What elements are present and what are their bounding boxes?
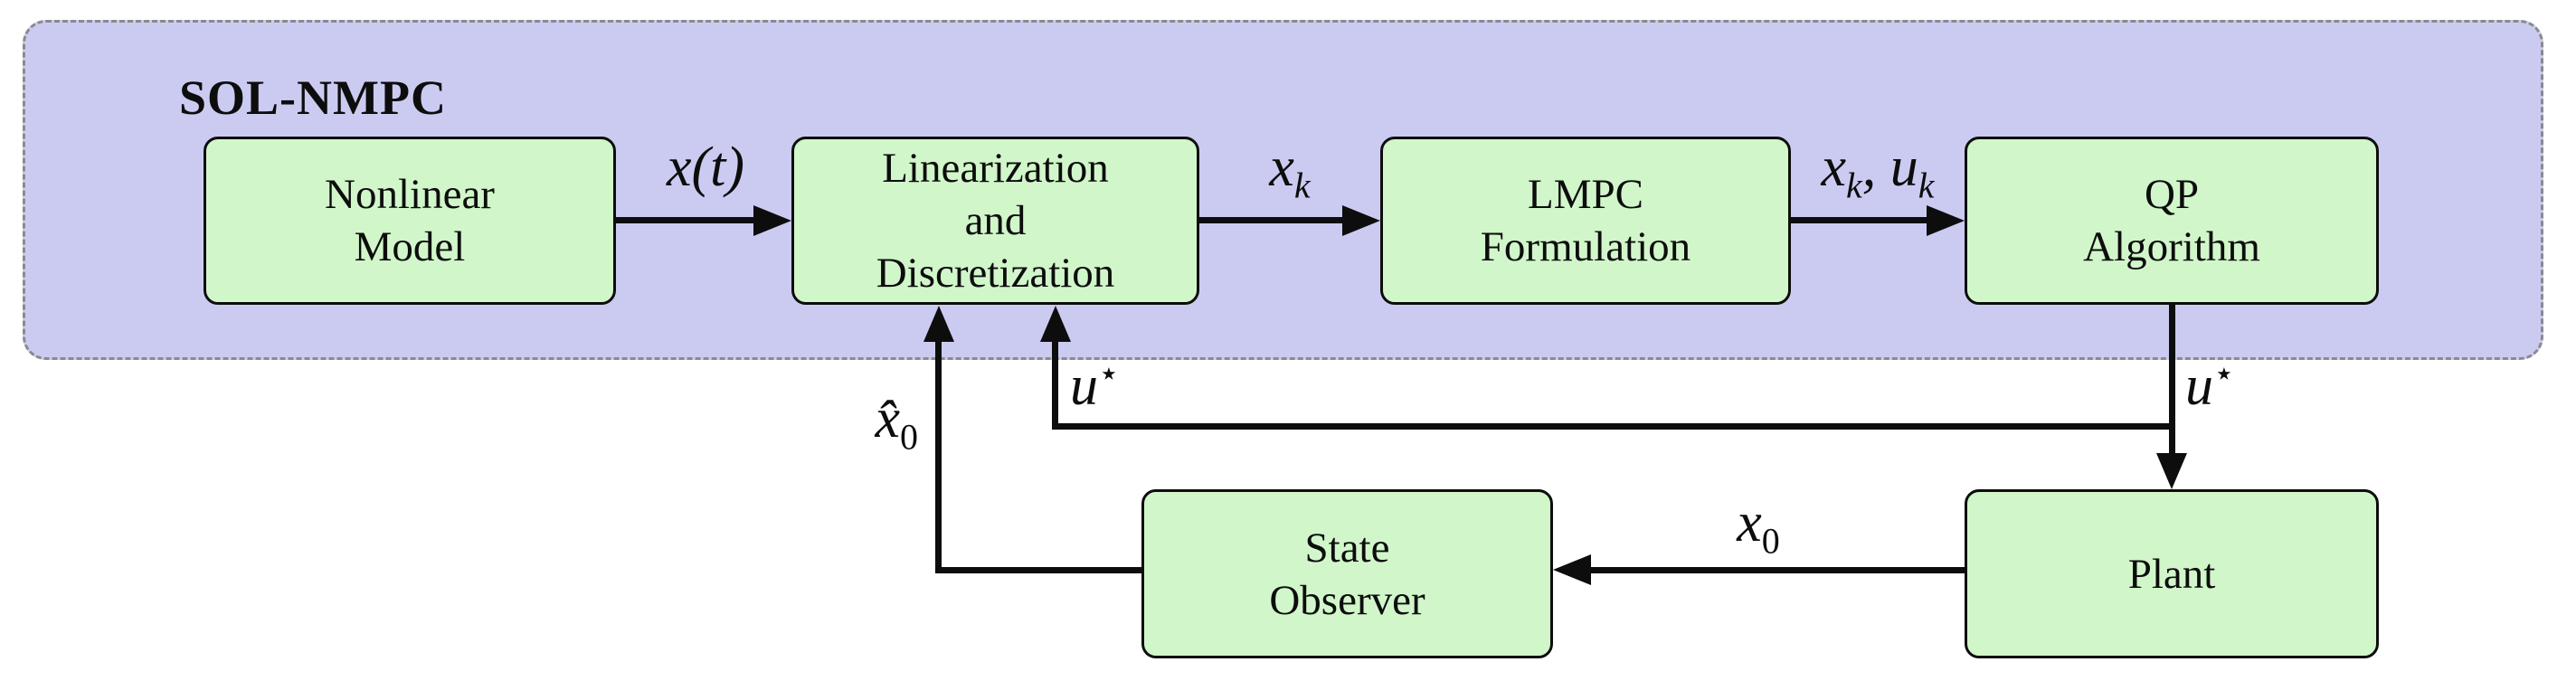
signal-ustar-inner-star: ⋆ [1098, 355, 1120, 393]
signal-xkuk-sub1: k [1846, 165, 1862, 206]
qp-algorithm-label: QP Algorithm [2083, 171, 2260, 270]
arrow-xhat0-hline [935, 567, 1141, 573]
state-observer-label: State Observer [1269, 524, 1425, 624]
signal-ustar-outer-star: ⋆ [2213, 355, 2235, 393]
lmpc-formulation-box: LMPC Formulation [1380, 137, 1791, 305]
arrow-x0-line [1591, 567, 1965, 573]
plant-label: Plant [2127, 550, 2216, 598]
signal-xkuk-var2: u [1889, 137, 1918, 198]
signal-label-xk: xk [1217, 137, 1362, 203]
signal-label-ustar-inner: u⋆ [1070, 355, 1120, 417]
signal-xkuk-sub2: k [1918, 165, 1935, 206]
signal-ustar-inner-var: u [1070, 355, 1098, 417]
signal-ustar-outer-var: u [2185, 355, 2213, 417]
arrow-xhat0-arrowhead-icon [923, 306, 954, 342]
signal-xk-sub: k [1293, 165, 1311, 206]
arrow-ustar-plant-line [2169, 305, 2175, 455]
signal-label-xhat0: x̂0 [787, 388, 918, 455]
nonlinear-model-box: Nonlinear Model [204, 137, 616, 305]
signal-label-ustar-outer: u⋆ [2185, 355, 2235, 417]
arrow-xk-line [1199, 217, 1346, 223]
signal-label-x0: x0 [1668, 492, 1849, 559]
signal-xt-text: x(t) [666, 137, 745, 198]
arrow-xkuk-line [1791, 217, 1930, 223]
linearization-discretization-label: Linearization and Discretization [876, 145, 1115, 297]
lmpc-formulation-label: LMPC Formulation [1480, 171, 1691, 270]
container-title: SOL-NMPC [179, 71, 447, 125]
arrow-xk-arrowhead-icon [1342, 205, 1380, 236]
arrow-xt-line [616, 217, 759, 223]
arrow-ustar-plant-arrowhead-icon [2156, 453, 2187, 489]
signal-xhat0-var: x̂ [875, 388, 900, 449]
signal-xkuk-separator: , [1861, 137, 1890, 198]
signal-label-xk-uk: xk, uk [1760, 137, 1995, 203]
arrow-xt-arrowhead-icon [753, 205, 791, 236]
arrow-ustar-feedback-vline [1052, 336, 1058, 430]
signal-label-xt: x(t) [633, 139, 778, 195]
qp-algorithm-box: QP Algorithm [1965, 137, 2379, 305]
arrow-ustar-feedback-hline [1052, 423, 2175, 430]
arrow-x0-arrowhead-icon [1553, 554, 1591, 585]
state-observer-box: State Observer [1141, 489, 1553, 658]
signal-xhat0-sub: 0 [900, 416, 918, 458]
arrow-xhat0-vline [935, 338, 942, 573]
signal-x0-sub: 0 [1761, 520, 1780, 562]
arrow-xkuk-arrowhead-icon [1927, 205, 1965, 236]
nonlinear-model-label: Nonlinear Model [325, 171, 495, 270]
plant-box: Plant [1965, 489, 2379, 658]
linearization-discretization-box: Linearization and Discretization [791, 137, 1199, 305]
arrow-ustar-feedback-arrowhead-icon [1040, 306, 1071, 342]
signal-xk-var: x [1269, 137, 1294, 198]
signal-xkuk-var1: x [1821, 137, 1846, 198]
signal-x0-var: x [1737, 492, 1762, 553]
